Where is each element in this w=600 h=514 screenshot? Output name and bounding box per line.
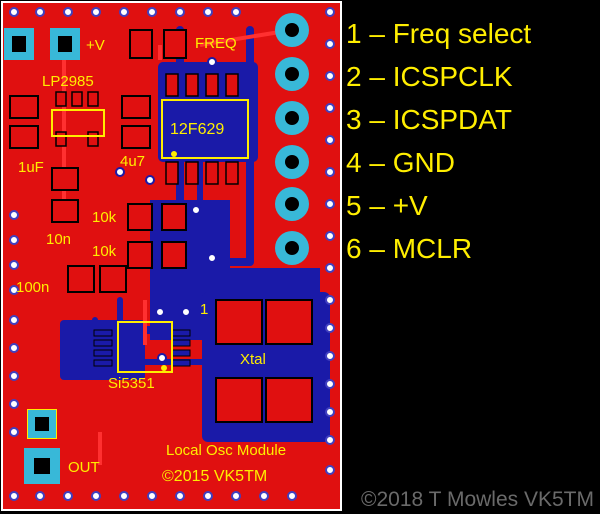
power-connector <box>4 28 80 60</box>
cap-10n-label: 10n <box>46 231 71 248</box>
icsp-header <box>275 13 309 265</box>
res-10k-a-label: 10k <box>92 209 117 226</box>
cap-100n-label: 100n <box>16 279 49 296</box>
pinout-item-3: 3 – ICSPDAT <box>346 104 512 135</box>
pinout-legend: 1 – Freq select 2 – ICSPCLK 3 – ICSPDAT … <box>346 14 531 272</box>
module-title: Local Osc Module <box>166 442 286 459</box>
regulator-pads <box>55 91 99 147</box>
pinout-item-4: 4 – GND <box>346 147 455 178</box>
copyright-watermark: ©2018 T Mowles VK5TM <box>361 488 594 511</box>
mcu-pin1-dot <box>171 151 177 157</box>
module-copyright: ©2015 VK5TM <box>162 468 267 485</box>
plus-v-label: +V <box>86 37 105 54</box>
regulator-label: LP2985 <box>42 73 94 90</box>
freq-label: FREQ <box>195 35 237 52</box>
pinout-item-6: 6 – MCLR <box>346 233 473 264</box>
vias <box>115 57 217 363</box>
mcu-pads <box>165 73 239 185</box>
output-connector <box>24 410 60 484</box>
mcu-label: 12F629 <box>170 121 224 138</box>
xtal-label: Xtal <box>240 351 266 368</box>
clockgen-label: Si5351 <box>108 375 155 392</box>
out-label: OUT <box>68 459 100 476</box>
pinout-item-2: 2 – ICSPCLK <box>346 61 513 92</box>
cap-4u7-label: 4u7 <box>120 153 145 170</box>
clockgen-pin1-dot <box>161 365 167 371</box>
cap-1uf-label: 1uF <box>18 159 44 176</box>
pcb-layout: +V FREQ LP2985 12F629 1uF 4u7 10n 10k 10… <box>1 1 342 511</box>
edge-holes <box>9 7 335 501</box>
res-10k-b-label: 10k <box>92 243 117 260</box>
clockgen-pads <box>93 329 191 367</box>
pin1-marker: 1 <box>200 301 208 318</box>
pinout-item-5: 5 – +V <box>346 190 428 221</box>
smd-pads <box>9 29 313 423</box>
pinout-item-1: 1 – Freq select <box>346 18 532 49</box>
